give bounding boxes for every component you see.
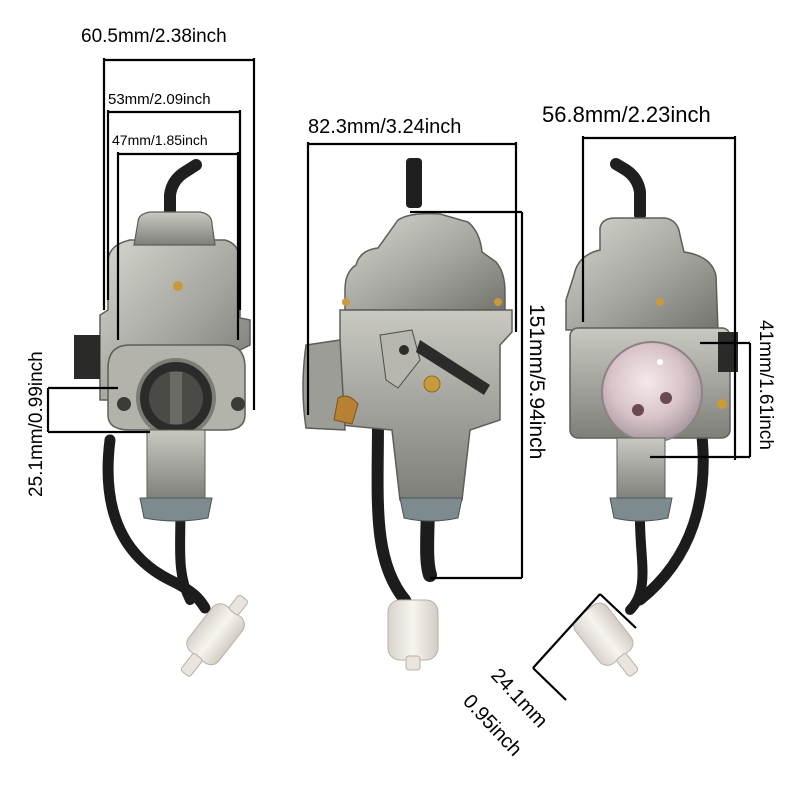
front-bowl-stem [146,429,206,501]
front-fuel-hose [102,434,211,614]
dim-front-top-label: 60.5mm/2.38inch [81,26,227,47]
side-cable-arm [416,340,490,395]
back-top-housing [565,217,719,331]
back-vent-elbow [610,158,646,221]
dim-back-right-line [650,341,752,459]
dim-back-filter-line [532,593,637,701]
back-view [565,158,738,677]
dim-back-top-line [581,136,737,460]
side-body [339,309,513,501]
front-brass-screw [173,281,183,291]
side-bowl-cap [399,497,463,522]
back-bowl-cap [609,497,673,522]
dim-front-left-line [46,386,150,434]
back-float-bowl [601,341,703,443]
back-bowl-dot-1 [632,404,644,416]
dim-front-mid-label: 53mm/2.09inch [108,91,211,108]
side-fuel-filter [387,599,439,671]
front-fuel-filter [180,594,248,677]
side-lever-hole [399,345,409,355]
back-bowl-dot-3 [657,359,663,365]
back-brass-screw-2 [717,399,727,409]
side-top-housing [344,212,506,311]
dim-side-height-line [410,210,524,580]
front-bolt-hole-right [231,397,245,411]
back-hose-1 [634,414,709,606]
dim-front-left-label: 25.1mm/0.99inch [26,351,47,497]
back-bowl-stem [616,437,666,501]
dimension-lines [46,58,752,701]
side-intake-nozzle [302,339,346,431]
back-hose-2 [625,515,648,615]
side-vent-tube [406,158,422,208]
side-choke-lever [333,395,359,425]
front-side-fitting [74,335,100,379]
dim-side-top-line [306,142,518,415]
back-fuel-filter [573,602,639,677]
dim-front-inner-line [116,152,240,340]
side-brass-screw-1 [423,375,441,393]
front-bowl-cap [139,497,213,522]
back-bowl-dot-2 [660,392,672,404]
dim-front-inner-label: 47mm/1.85inch [112,132,208,148]
front-vent-elbow [164,159,202,226]
front-bolt-hole-left [117,397,131,411]
dim-back-top-label: 56.8mm/2.23inch [542,102,711,127]
side-view [302,158,513,671]
side-throttle-lever [379,329,421,389]
back-brass-screw [656,298,664,306]
side-brass-screw-2 [342,298,350,306]
front-throttle-slide [170,372,182,424]
dim-front-top-line [102,58,256,410]
front-top-cap [133,211,216,246]
dim-back-right-label: 41mm/1.61inch [755,320,776,450]
dim-side-height-label: 151mm/5.94inch [525,304,548,459]
side-brass-screw-3 [494,298,502,306]
dim-side-top-label: 82.3mm/3.24inch [308,116,461,138]
dim-front-mid-line [106,110,242,310]
side-hose-left [371,414,416,616]
front-view [74,159,251,677]
